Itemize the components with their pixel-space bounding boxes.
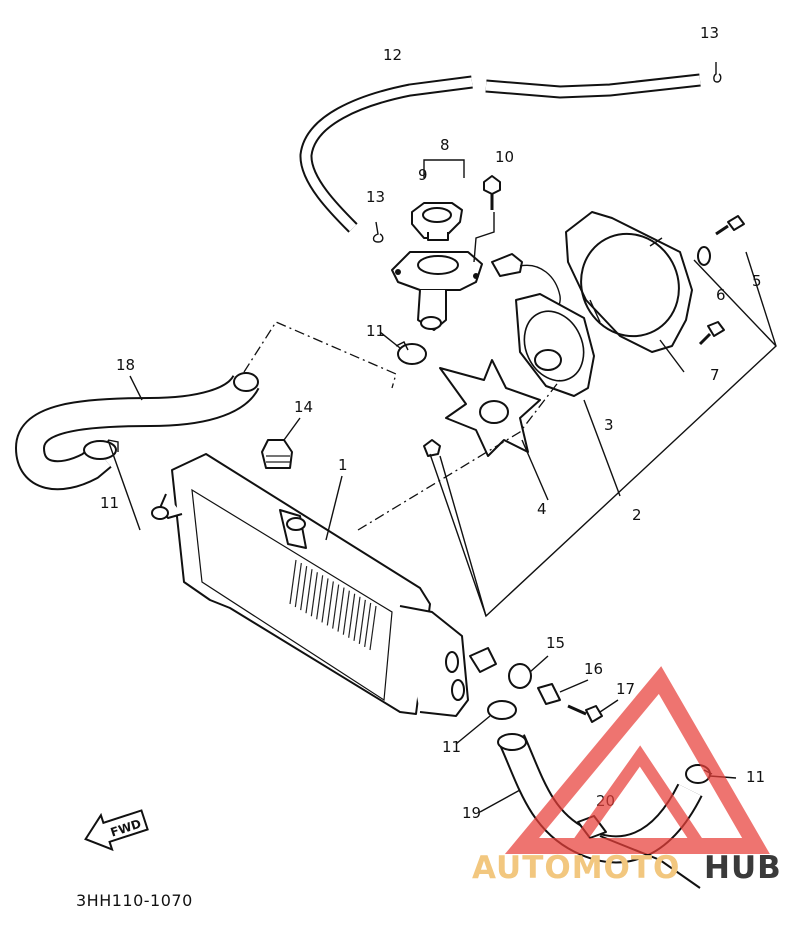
callout-13-left: 13 bbox=[366, 188, 385, 206]
collar-16 bbox=[537, 683, 561, 705]
callout-7: 7 bbox=[710, 366, 720, 384]
radiator-fin bbox=[348, 593, 356, 638]
callout-19: 19 bbox=[462, 804, 481, 822]
filler-neck bbox=[391, 251, 483, 331]
hose-clip-top bbox=[713, 62, 722, 83]
radiator-fin bbox=[369, 605, 377, 651]
catalog-code: 3HH110-1070 bbox=[76, 891, 193, 910]
radiator-fin bbox=[326, 581, 334, 626]
radiator-fin bbox=[289, 559, 297, 605]
bolt-7 bbox=[698, 321, 725, 346]
overflow-hose bbox=[299, 73, 701, 233]
radiator-fin bbox=[305, 569, 313, 614]
radiator-fin bbox=[364, 602, 372, 648]
drain-plug-14 bbox=[261, 439, 293, 469]
radiator-fin bbox=[316, 575, 324, 620]
callout-18: 18 bbox=[116, 356, 135, 374]
assembly-lines bbox=[107, 212, 777, 618]
radiator-mount bbox=[469, 647, 497, 673]
radiator-core bbox=[151, 453, 469, 717]
washer-6 bbox=[697, 246, 711, 266]
watermark-part1: AUTOMOTO bbox=[472, 850, 680, 886]
callout-9: 9 bbox=[418, 166, 428, 184]
hose-clamp-11b bbox=[395, 341, 427, 365]
radiator-hose-18 bbox=[14, 372, 260, 491]
callout-1: 1 bbox=[338, 456, 348, 474]
radiator-cap bbox=[411, 202, 463, 241]
radiator-fin bbox=[358, 599, 366, 644]
watermark-part2: HUB bbox=[704, 850, 782, 886]
hose-clamp-11a bbox=[83, 439, 119, 460]
bolt-fan bbox=[423, 439, 441, 457]
callout-11-right: 11 bbox=[746, 768, 765, 786]
callout-17: 17 bbox=[616, 680, 635, 698]
callout-5: 5 bbox=[752, 272, 762, 290]
hose-clamp-11c bbox=[487, 700, 517, 720]
callout-11-upper: 11 bbox=[366, 322, 385, 340]
callout-10: 10 bbox=[495, 148, 514, 166]
radiator-fin bbox=[342, 590, 350, 635]
watermark-text: AUTOMOTO HUB bbox=[472, 850, 782, 886]
radiator-fin bbox=[337, 587, 345, 632]
callout-15: 15 bbox=[546, 634, 565, 652]
callout-13-top: 13 bbox=[700, 24, 719, 42]
watermark-logo-icon bbox=[504, 666, 770, 854]
radiator-fin bbox=[310, 572, 318, 617]
forward-arrow-icon: FWD bbox=[84, 809, 149, 852]
callout-8: 8 bbox=[440, 136, 450, 154]
radiator-fins bbox=[289, 559, 377, 651]
fan-motor bbox=[515, 293, 595, 397]
radiator-fin bbox=[353, 596, 361, 641]
callout-3: 3 bbox=[604, 416, 614, 434]
radiator-fin bbox=[294, 562, 302, 608]
callout-12: 12 bbox=[383, 46, 402, 64]
screw-5 bbox=[715, 215, 745, 236]
callout-14: 14 bbox=[294, 398, 313, 416]
radiator-fin bbox=[321, 578, 329, 623]
fan-shroud bbox=[565, 211, 693, 373]
callout-16: 16 bbox=[584, 660, 603, 678]
grommet-15 bbox=[508, 663, 532, 689]
callout-4: 4 bbox=[537, 500, 547, 518]
callout-6: 6 bbox=[716, 286, 726, 304]
callout-2: 2 bbox=[632, 506, 642, 524]
radiator-fin bbox=[332, 584, 340, 629]
callout-bracket-8 bbox=[423, 159, 465, 178]
bolt-17 bbox=[567, 704, 603, 723]
bolt-10 bbox=[483, 175, 501, 210]
fan-blade bbox=[439, 359, 541, 457]
callout-11-lower: 11 bbox=[442, 738, 461, 756]
hose-clip-left bbox=[372, 221, 384, 243]
callout-11-left: 11 bbox=[100, 494, 119, 512]
radiator-fin bbox=[300, 566, 308, 611]
